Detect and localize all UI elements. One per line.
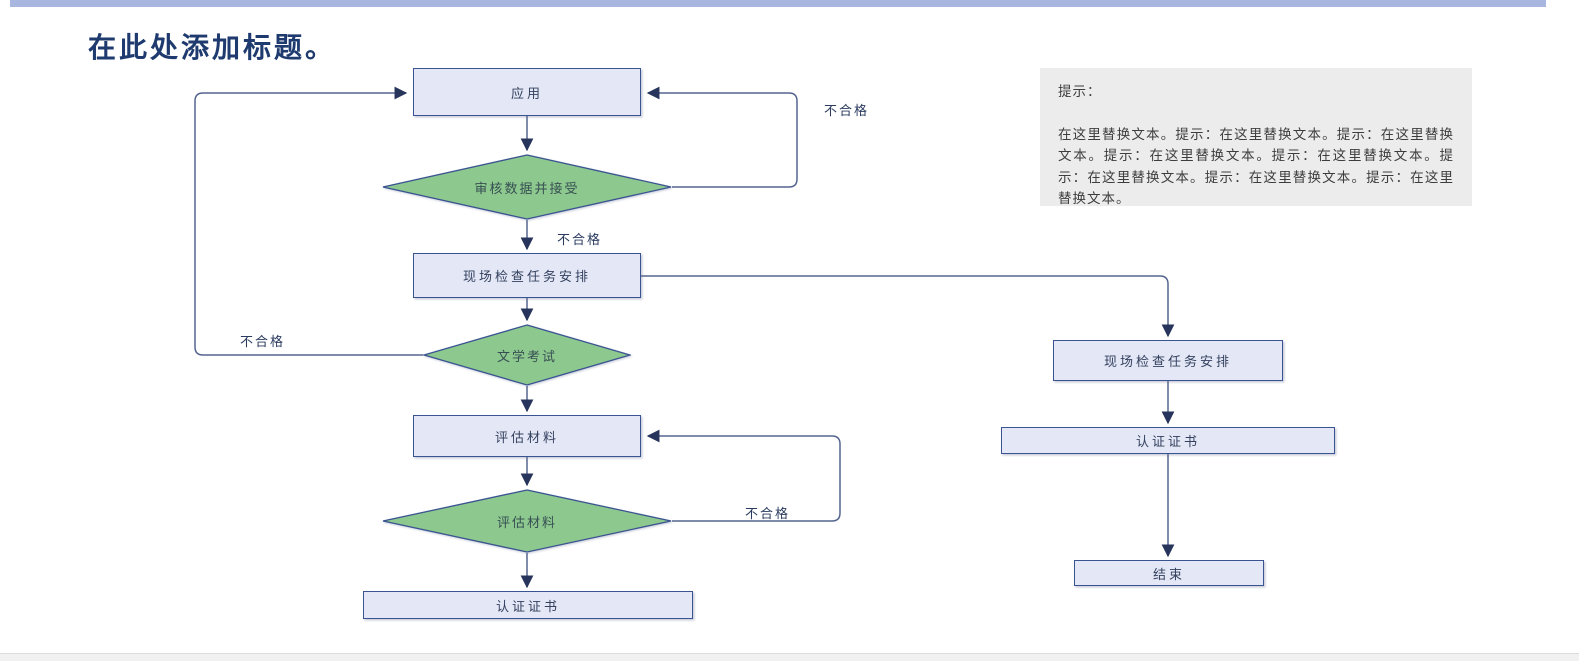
node-end[interactable]: 结束 xyxy=(1074,560,1264,586)
bottom-edge-strip xyxy=(0,653,1579,661)
page-title[interactable]: 在此处添加标题。 xyxy=(88,33,337,64)
edge-label-fail-mid[interactable]: 不合格 xyxy=(557,232,603,247)
node-evaluate-materials-label: 评估材料 xyxy=(494,429,559,445)
diamond-shape xyxy=(423,324,631,386)
top-accent-bar xyxy=(10,0,1546,7)
node-review-decision-label: 审核数据并接受 xyxy=(474,180,580,196)
tip-heading: 提示： xyxy=(1058,84,1102,99)
node-site-check-label: 现场检查任务安排 xyxy=(462,269,591,284)
node-application[interactable]: 应用 xyxy=(413,68,641,116)
diamond-shape xyxy=(382,154,672,220)
node-site-check-right-label: 现场检查任务安排 xyxy=(1103,354,1232,369)
node-exam-decision[interactable]: 文学考试 xyxy=(423,324,631,386)
node-application-label: 应用 xyxy=(510,85,543,101)
node-site-check-right[interactable]: 现场检查任务安排 xyxy=(1053,340,1283,381)
connector-exam-fail-loop xyxy=(194,86,423,356)
edge-label-fail-bottom[interactable]: 不合格 xyxy=(745,506,791,521)
edge-label-fail-top[interactable]: 不合格 xyxy=(824,103,870,118)
diamond-shape xyxy=(382,489,672,553)
node-evaluate-decision-label: 评估材料 xyxy=(496,514,557,530)
node-certificate-right-label: 认证证书 xyxy=(1135,434,1200,449)
node-exam-decision-label: 文学考试 xyxy=(496,348,557,364)
node-end-label: 结束 xyxy=(1152,566,1185,582)
node-certificate-right[interactable]: 认证证书 xyxy=(1001,427,1335,454)
connector-sitecheck-to-right-column xyxy=(641,275,1175,338)
tip-body: 在这里替换文本。提示：在这里替换文本。提示：在这里替换文本。提示：在这里替换文本… xyxy=(1058,126,1454,207)
connector-evaluate-fail-loop xyxy=(646,429,841,522)
edge-label-fail-left[interactable]: 不合格 xyxy=(240,334,286,349)
node-certificate-label: 认证证书 xyxy=(495,598,560,614)
node-review-decision[interactable]: 审核数据并接受 xyxy=(382,154,672,220)
node-evaluate-materials[interactable]: 评估材料 xyxy=(413,415,641,457)
node-site-check[interactable]: 现场检查任务安排 xyxy=(413,253,641,298)
tip-text-box[interactable]: 提示： 在这里替换文本。提示：在这里替换文本。提示：在这里替换文本。提示：在这里… xyxy=(1040,68,1472,206)
node-certificate[interactable]: 认证证书 xyxy=(363,591,693,619)
node-evaluate-decision[interactable]: 评估材料 xyxy=(382,489,672,553)
